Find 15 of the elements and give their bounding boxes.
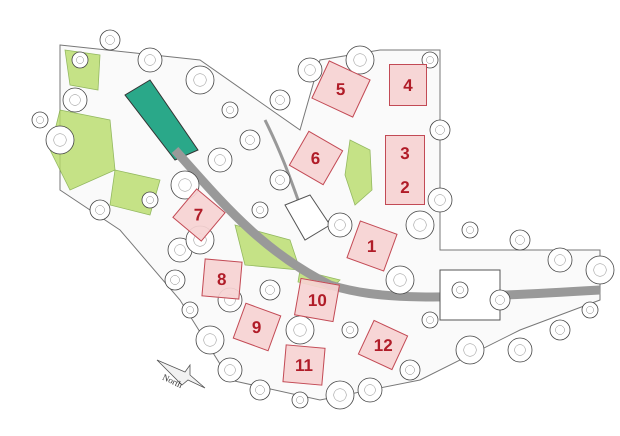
north-label: North (160, 372, 184, 390)
lot-number: 2 (400, 178, 410, 196)
lot-number: 6 (311, 150, 321, 166)
lot-marker (389, 64, 427, 106)
lot-number: 5 (336, 80, 346, 98)
lot-number: 12 (374, 336, 392, 354)
lot-marker (385, 135, 425, 205)
lot-number: 11 (295, 356, 313, 374)
lot-number: 10 (308, 292, 326, 308)
lot-number: 1 (367, 238, 377, 254)
lot-number: 7 (194, 206, 204, 224)
lot-number: 9 (252, 318, 262, 336)
lot-number: 8 (217, 270, 227, 288)
lot-number: 4 (403, 76, 413, 94)
lot-number: 3 (400, 144, 410, 162)
